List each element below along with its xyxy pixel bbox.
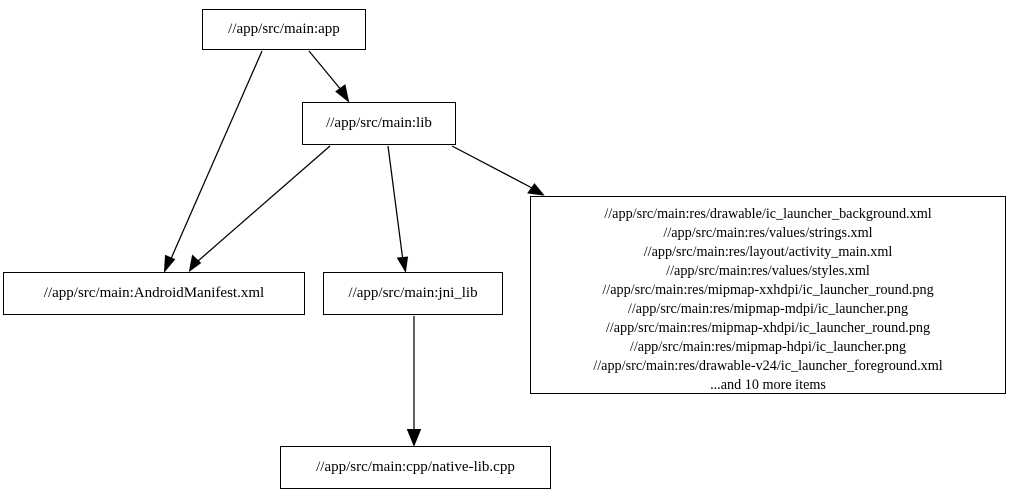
node-app[interactable]: //app/src/main:app <box>202 9 366 50</box>
node-resources-line-4: //app/src/main:res/mipmap-xxhdpi/ic_laun… <box>602 282 934 298</box>
node-native-lib-cpp[interactable]: //app/src/main:cpp/native-lib.cpp <box>280 446 551 489</box>
node-resources-line-2: //app/src/main:res/layout/activity_main.… <box>643 244 893 260</box>
node-resources-line-6: //app/src/main:res/mipmap-xhdpi/ic_launc… <box>605 320 931 336</box>
edge-lib-to-androidmanifest <box>188 145 331 273</box>
node-native-lib-cpp-label: //app/src/main:cpp/native-lib.cpp <box>316 459 515 475</box>
node-resources-line-9: ...and 10 more items <box>710 377 826 393</box>
node-lib-label: //app/src/main:lib <box>326 115 432 131</box>
node-resources-line-3: //app/src/main:res/values/styles.xml <box>666 263 870 279</box>
node-resources-line-7: //app/src/main:res/mipmap-hdpi/ic_launch… <box>629 339 907 355</box>
node-androidmanifest-label: //app/src/main:AndroidManifest.xml <box>43 285 265 301</box>
node-jni-lib[interactable]: //app/src/main:jni_lib <box>323 272 503 315</box>
node-resources-line-0: //app/src/main:res/drawable/ic_launcher_… <box>604 206 932 222</box>
node-lib[interactable]: //app/src/main:lib <box>302 102 456 145</box>
edge-lib-to-resources <box>451 145 545 196</box>
edge-lib-to-jni-lib <box>387 145 409 273</box>
edge-jni-lib-to-native-lib <box>406 316 422 447</box>
node-resources[interactable]: //app/src/main:res/drawable/ic_launcher_… <box>530 196 1006 394</box>
node-resources-line-1: //app/src/main:res/values/strings.xml <box>663 225 873 241</box>
edge-app-to-lib <box>308 50 350 103</box>
node-androidmanifest[interactable]: //app/src/main:AndroidManifest.xml <box>3 272 305 315</box>
edge-app-to-androidmanifest <box>163 50 263 273</box>
node-jni-lib-label: //app/src/main:jni_lib <box>348 285 478 301</box>
node-app-label: //app/src/main:app <box>228 21 340 37</box>
node-resources-line-8: //app/src/main:res/drawable-v24/ic_launc… <box>593 358 943 374</box>
node-resources-line-5: //app/src/main:res/mipmap-mdpi/ic_launch… <box>627 301 909 317</box>
